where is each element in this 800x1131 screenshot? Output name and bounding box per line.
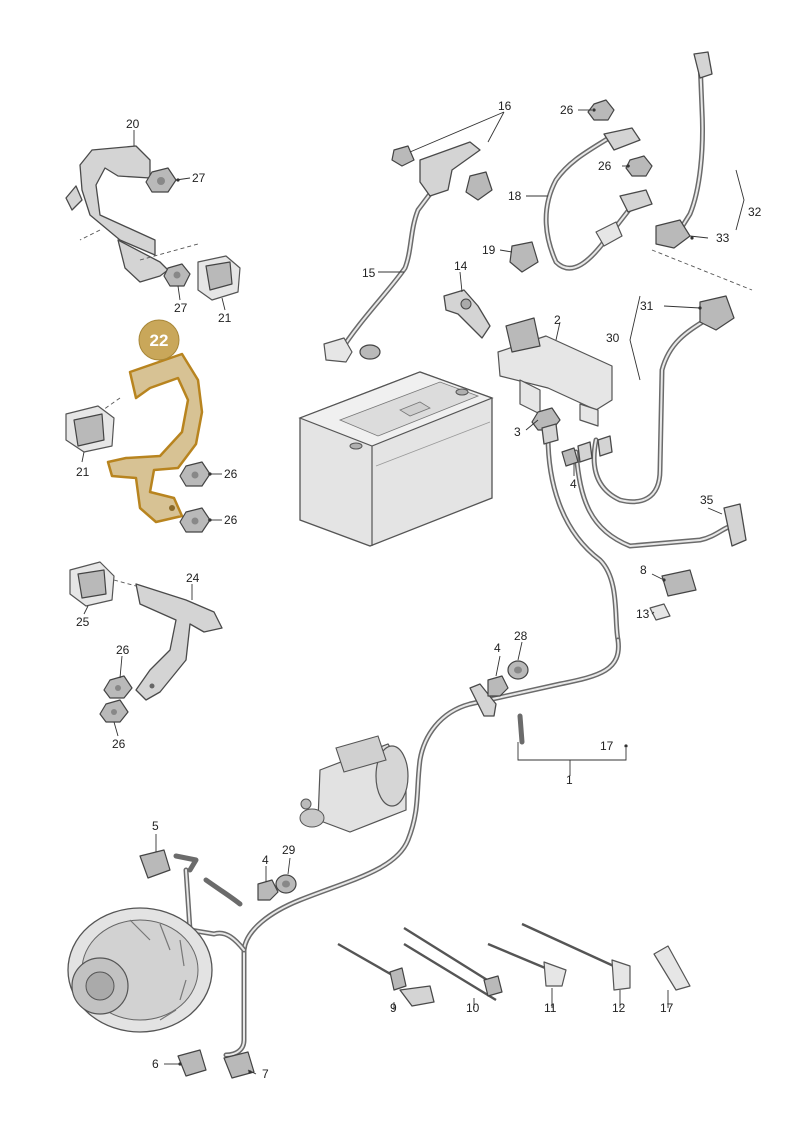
callout-18: 18 (508, 189, 522, 203)
cable-tie-10 (403, 926, 503, 1002)
callout-21-left: 21 (76, 465, 90, 479)
callout-arrows (176, 108, 702, 1074)
callout-17-bottom: 17 (660, 1001, 674, 1015)
nut-26-a (179, 461, 211, 487)
callout-26-d: 26 (112, 737, 126, 751)
grommet-29 (275, 874, 297, 894)
badge-22: 22 (138, 319, 180, 361)
nut-4-mid (487, 675, 509, 697)
callout-10: 10 (466, 1001, 480, 1015)
lug-18-top (603, 127, 641, 151)
callout-labels: 20 27 27 21 21 26 26 24 25 26 26 16 15 2… (76, 99, 762, 1081)
bracket-16 (391, 141, 493, 201)
lugs-4-top (541, 423, 613, 467)
nut-26-top-1 (587, 99, 615, 121)
lug-32-top (693, 51, 713, 79)
clip-21-top (197, 255, 241, 301)
callout-28: 28 (514, 629, 528, 643)
nut-27-top (145, 167, 177, 193)
starter-motor (299, 735, 409, 833)
callout-26-c: 26 (116, 643, 130, 657)
callout-11: 11 (544, 1001, 557, 1015)
nut-26-c (103, 675, 133, 699)
clip-25 (69, 561, 115, 607)
fuse-box-2 (497, 317, 613, 427)
connector-35 (723, 503, 747, 547)
connector-6 (177, 1049, 207, 1077)
callout-9: 9 (390, 1001, 397, 1015)
clip-17-bottom (653, 945, 691, 991)
callout-32: 32 (748, 205, 762, 219)
callout-26-b: 26 (224, 513, 238, 527)
callout-8: 8 (640, 563, 647, 577)
callout-16: 16 (498, 99, 512, 113)
callout-13: 13 (636, 607, 650, 621)
callout-12: 12 (612, 1001, 626, 1015)
callout-25: 25 (76, 615, 90, 629)
callout-3: 3 (514, 425, 521, 439)
callout-26-top-1: 26 (560, 103, 574, 117)
cable-tie-9 (337, 942, 435, 1007)
callout-29: 29 (282, 843, 296, 857)
callout-5: 5 (152, 819, 159, 833)
callout-4-low: 4 (262, 853, 269, 867)
clip-13 (649, 603, 671, 621)
callout-33: 33 (716, 231, 730, 245)
clip-21-left (65, 405, 115, 453)
nut-26-b (179, 507, 211, 533)
callout-35: 35 (700, 493, 714, 507)
callout-26-a: 26 (224, 467, 238, 481)
callout-4-top: 4 (570, 477, 577, 491)
sensor-8 (661, 569, 697, 597)
callout-31: 31 (640, 299, 654, 313)
callout-7: 7 (262, 1067, 269, 1081)
lug-18-bottom (595, 189, 653, 247)
callout-15: 15 (362, 266, 376, 280)
cable-tie-12 (521, 922, 631, 991)
callout-2: 2 (554, 313, 561, 327)
connector-5 (139, 849, 171, 879)
bracket-22-highlighted (106, 352, 204, 524)
terminal-15 (323, 337, 381, 363)
callout-17-top: 17 (600, 739, 614, 753)
callout-20: 20 (126, 117, 140, 131)
cable-tie-11 (487, 942, 567, 987)
callout-14: 14 (454, 259, 468, 273)
bracket-24 (135, 583, 223, 701)
connector-31 (699, 295, 735, 331)
callout-27-lower: 27 (174, 301, 188, 315)
callout-26-top-2: 26 (598, 159, 612, 173)
callout-6: 6 (152, 1057, 159, 1071)
connector-7 (223, 1051, 255, 1079)
leader-lines (81, 109, 745, 1075)
grommet-28 (507, 660, 529, 680)
connector-33 (655, 219, 691, 249)
callout-24: 24 (186, 571, 200, 585)
callout-30: 30 (606, 331, 620, 345)
callout-27-top: 27 (192, 171, 206, 185)
battery (298, 371, 494, 547)
nut-26-top-2 (625, 155, 653, 177)
callout-4-mid: 4 (494, 641, 501, 655)
clamp-14 (443, 289, 491, 339)
bracket-20 (65, 145, 169, 283)
nut-27-lower (163, 263, 191, 287)
badge-22-label: 22 (150, 331, 169, 350)
nut-4-low (257, 879, 279, 901)
cap-19 (509, 241, 539, 273)
nut-26-d (99, 699, 129, 723)
callout-19: 19 (482, 243, 496, 257)
callout-21-top: 21 (218, 311, 232, 325)
alternator (67, 907, 213, 1033)
harness-bracket (469, 683, 497, 717)
callout-1: 1 (566, 773, 573, 787)
